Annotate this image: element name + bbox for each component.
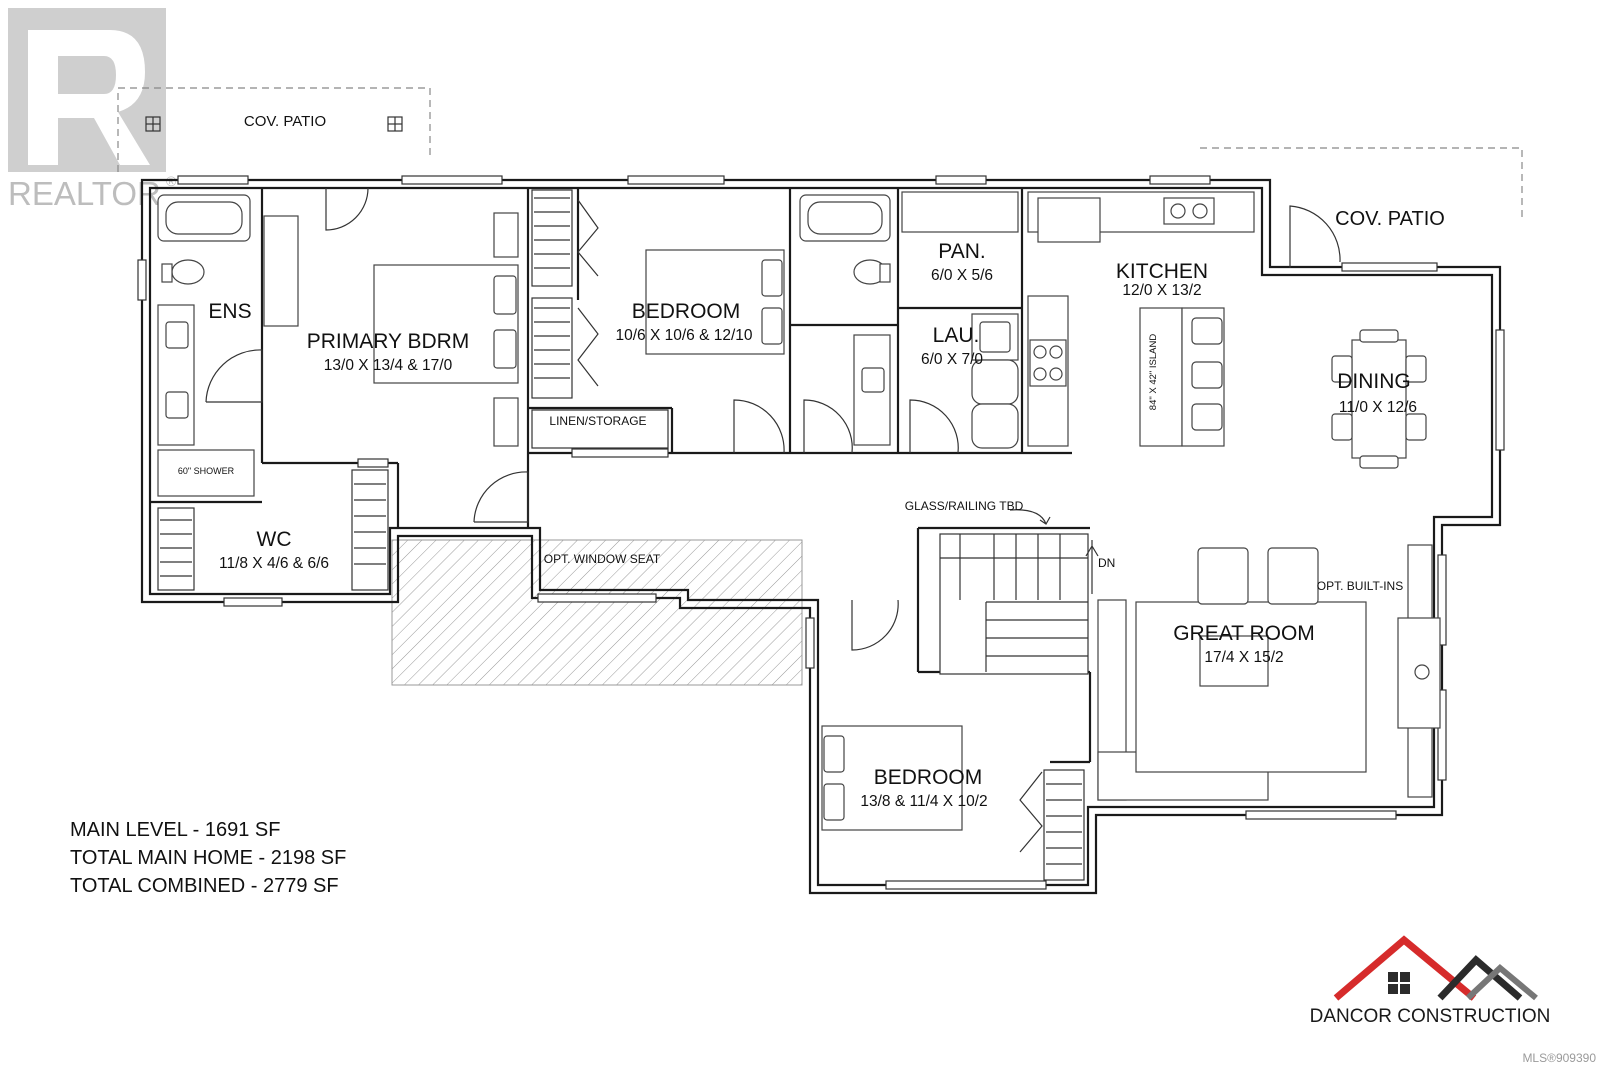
covered-patio-label-top: COV. PATIO [244, 113, 326, 130]
bathroom-fixtures [157, 194, 891, 497]
stairs-down-label: DN [1098, 556, 1115, 570]
room-dims-primary-bdrm: 13/0 X 13/4 & 17/0 [324, 357, 453, 374]
railing-note: GLASS/RAILING TBD [905, 499, 1024, 513]
room-dims-great-room: 17/4 X 15/2 [1204, 649, 1283, 666]
dancor-logo [1333, 935, 1538, 1001]
room-name-great-room: GREAT ROOM [1173, 622, 1315, 645]
room-name-ens: ENS [208, 300, 251, 323]
staircase [939, 509, 1099, 675]
sf-main-level: MAIN LEVEL - 1691 SF [70, 819, 280, 841]
room-name-kitchen: KITCHEN [1116, 260, 1208, 283]
exterior-wall-inner [148, 186, 1494, 887]
room-name-primary-bdrm: PRIMARY BDRM [307, 330, 470, 353]
room-name-bedroom-2: BEDROOM [874, 766, 983, 789]
built-ins-label: OPT. BUILT-INS [1317, 579, 1403, 593]
room-name-laundry: LAU. [933, 324, 980, 347]
shower-label: 60" SHOWER [178, 466, 235, 476]
exterior-wall [140, 178, 1502, 895]
doors [205, 187, 1341, 651]
room-name-pantry: PAN. [938, 240, 985, 263]
hatched-deck [391, 539, 803, 686]
kitchen-layout [1027, 191, 1255, 447]
dining-table [1331, 329, 1427, 469]
island-label: 84" X 42" ISLAND [1148, 334, 1159, 411]
dancor-wordmark: DANCOR CONSTRUCTION [1310, 1006, 1551, 1027]
covered-patio-top-outline [117, 87, 431, 172]
great-room-furniture [1097, 544, 1441, 801]
window-seat-label: OPT. WINDOW SEAT [544, 552, 661, 566]
beds [263, 212, 963, 831]
room-dims-wc: 11/8 X 4/6 & 6/6 [219, 555, 329, 572]
windows [137, 175, 1505, 890]
laundry-appliances [901, 191, 1019, 449]
sf-total-combined: TOTAL COMBINED - 2779 SF [70, 875, 339, 897]
patio-light-icon [145, 116, 161, 132]
realtor-wordmark: REALTOR [8, 175, 161, 212]
room-dims-dining: 11/0 X 12/6 [1339, 399, 1417, 416]
sf-total-main-home: TOTAL MAIN HOME - 2198 SF [70, 847, 346, 869]
room-dims-kitchen: 12/0 X 13/2 [1122, 282, 1201, 299]
room-dims-bedroom-2: 13/8 & 11/4 X 10/2 [860, 793, 987, 810]
closet-shelving [157, 189, 1085, 881]
realtor-logo [8, 8, 166, 172]
patio-light-icon [387, 116, 403, 132]
room-name-dining: DINING [1337, 370, 1411, 393]
room-name-bedroom-1: BEDROOM [632, 300, 741, 323]
covered-patio-label-right: COV. PATIO [1335, 208, 1445, 230]
mls-number: MLS®909390 [1522, 1051, 1596, 1065]
room-dims-pantry: 6/0 X 5/6 [931, 267, 993, 284]
room-dims-bedroom-1: 10/6 X 10/6 & 12/10 [615, 327, 752, 344]
room-dims-laundry: 6/0 X 7/0 [921, 351, 983, 368]
linen-storage-label: LINEN/STORAGE [549, 414, 646, 428]
room-name-wc: WC [257, 528, 292, 551]
